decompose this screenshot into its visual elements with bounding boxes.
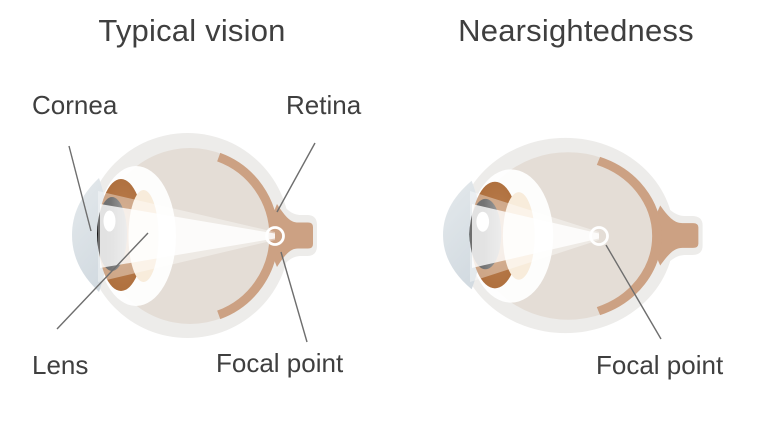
panel-title-typical-vision: Typical vision <box>98 13 286 48</box>
focal-point-label: Focal point <box>216 348 344 378</box>
cornea-label: Cornea <box>32 90 118 120</box>
light-beam <box>100 204 275 268</box>
light-beam <box>472 204 599 268</box>
typical-eye-diagram <box>56 0 384 427</box>
focal-point-ring <box>265 226 285 246</box>
lens-label: Lens <box>32 350 89 380</box>
focal-point-ring <box>589 226 609 246</box>
nearsighted-eye-diagram <box>384 0 768 340</box>
focal-point-label: Focal point <box>596 350 724 380</box>
retina-label: Retina <box>286 90 362 120</box>
leader-line-lens <box>56 232 149 330</box>
leader-line-focal-point <box>605 244 662 340</box>
leader-line-cornea <box>68 145 92 232</box>
panel-nearsightedness: Nearsightedness Focal point <box>384 0 768 427</box>
panel-title-nearsightedness: Nearsightedness <box>458 13 694 48</box>
panel-typical-vision: Typical vision Cornea Retina Lens Focal … <box>32 0 384 427</box>
leader-line-focal-point <box>280 251 308 343</box>
leader-line-retina <box>276 142 316 213</box>
